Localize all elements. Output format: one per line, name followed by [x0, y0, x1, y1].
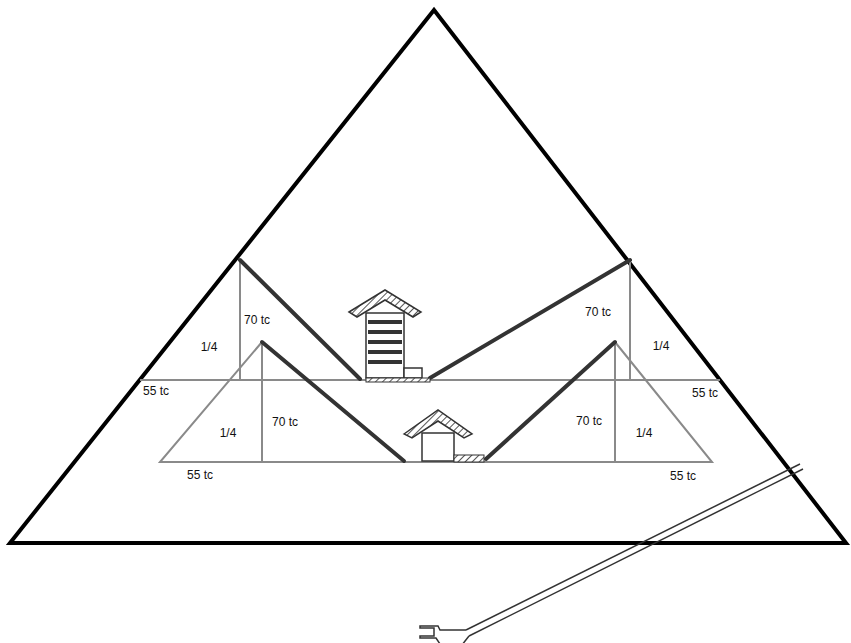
pyramid-outline [10, 10, 846, 543]
slope-label: 1/4 [651, 340, 672, 353]
base-label: 55 tc [141, 385, 171, 398]
height-label: 70 tc [583, 306, 613, 319]
height-label: 70 tc [574, 415, 604, 428]
height-label: 70 tc [270, 416, 300, 429]
shaft-lines [240, 260, 630, 461]
construction-lines [140, 260, 720, 462]
slope-label: 1/4 [218, 427, 239, 440]
lower-chamber [404, 410, 484, 462]
upper-chamber [349, 290, 430, 382]
slope-label: 1/4 [199, 341, 220, 354]
base-label: 55 tc [668, 470, 698, 483]
height-label: 70 tc [242, 314, 272, 327]
base-label: 55 tc [690, 387, 720, 400]
descending-passage [420, 464, 803, 643]
slope-label: 1/4 [634, 427, 655, 440]
base-label: 55 tc [185, 469, 215, 482]
